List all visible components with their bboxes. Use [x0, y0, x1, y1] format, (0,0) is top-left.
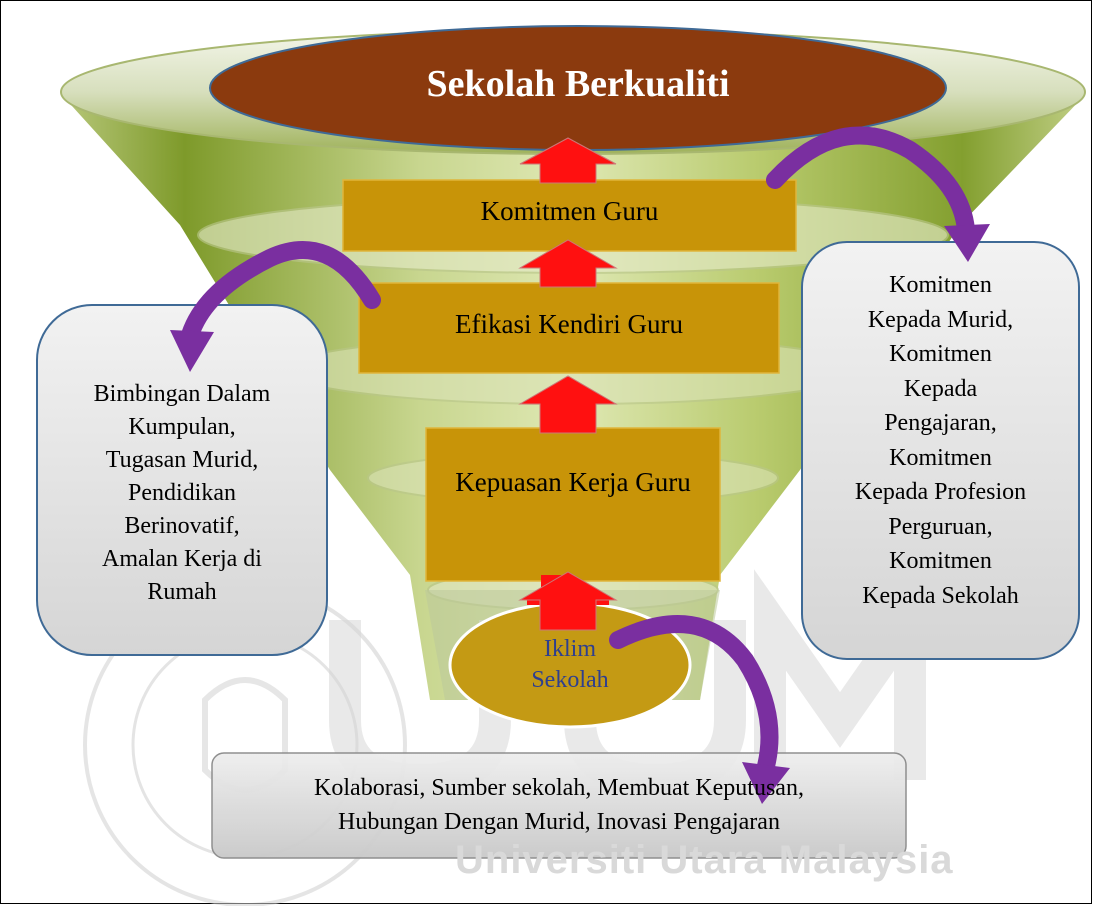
right-box	[801, 241, 1080, 660]
base-label: Iklim Sekolah	[531, 636, 609, 693]
right-box-line: Perguruan,	[888, 513, 993, 540]
callout-arrow-right	[766, 126, 990, 262]
watermark-text: Universiti Utara Malaysia	[455, 838, 954, 882]
right-box-text: Komitmen Kepada Murid, Komitmen Kepada P…	[808, 268, 1073, 613]
level-label-kepuasan: Kepuasan Kerja Guru	[455, 467, 691, 497]
callout-arrow-left	[170, 241, 381, 372]
level-label-efikasi: Efikasi Kendiri Guru	[455, 309, 683, 339]
left-box-text: Bimbingan Dalam Kumpulan, Tugasan Murid,…	[52, 378, 312, 609]
callout-arrow-bottom	[609, 615, 790, 804]
right-box-line: Komitmen	[889, 272, 992, 298]
left-box	[36, 304, 328, 656]
level-box-efikasi	[358, 282, 780, 374]
arrow-base-to-kepuasan	[518, 571, 618, 631]
left-box-line: Rumah	[147, 579, 217, 605]
level-box-komitmen	[342, 179, 797, 252]
right-box-line: Kepada	[903, 375, 978, 402]
right-box-line: Kepada Profesion	[854, 479, 1027, 505]
left-box-line: Tugasan Murid,	[105, 447, 259, 473]
right-box-line: Komitmen	[889, 548, 992, 574]
arrow-efikasi-to-komitmen	[518, 239, 618, 288]
bottom-box	[211, 752, 907, 859]
left-box-line: Amalan Kerja di	[102, 546, 262, 572]
right-box-line: Kepada Sekolah	[862, 582, 1019, 609]
level-label-komitmen: Komitmen Guru	[480, 196, 659, 226]
bottom-box-text: Kolaborasi, Sumber sekolah, Membuat Kepu…	[212, 771, 906, 839]
left-box-line: Bimbingan Dalam	[93, 381, 271, 407]
left-box-line: Kumpulan,	[128, 414, 236, 440]
bottom-box-line: Hubungan Dengan Murid, Inovasi Pengajara…	[338, 809, 780, 835]
left-box-line: Pendidikan	[128, 480, 236, 506]
arrow-kepuasan-to-efikasi	[518, 375, 618, 434]
left-box-line: Berinovatif,	[124, 513, 240, 539]
level-box-kepuasan	[425, 427, 721, 582]
right-box-line: Komitmen	[889, 341, 992, 367]
right-box-line: Kepada Murid,	[867, 306, 1014, 333]
right-box-line: Pengajaran,	[884, 410, 997, 436]
right-box-line: Komitmen	[889, 444, 992, 471]
bottom-box-line: Kolaborasi, Sumber sekolah, Membuat Kepu…	[314, 775, 804, 801]
goal-title: Sekolah Berkualiti	[426, 63, 730, 105]
arrow-komitmen-to-goal	[519, 137, 617, 184]
